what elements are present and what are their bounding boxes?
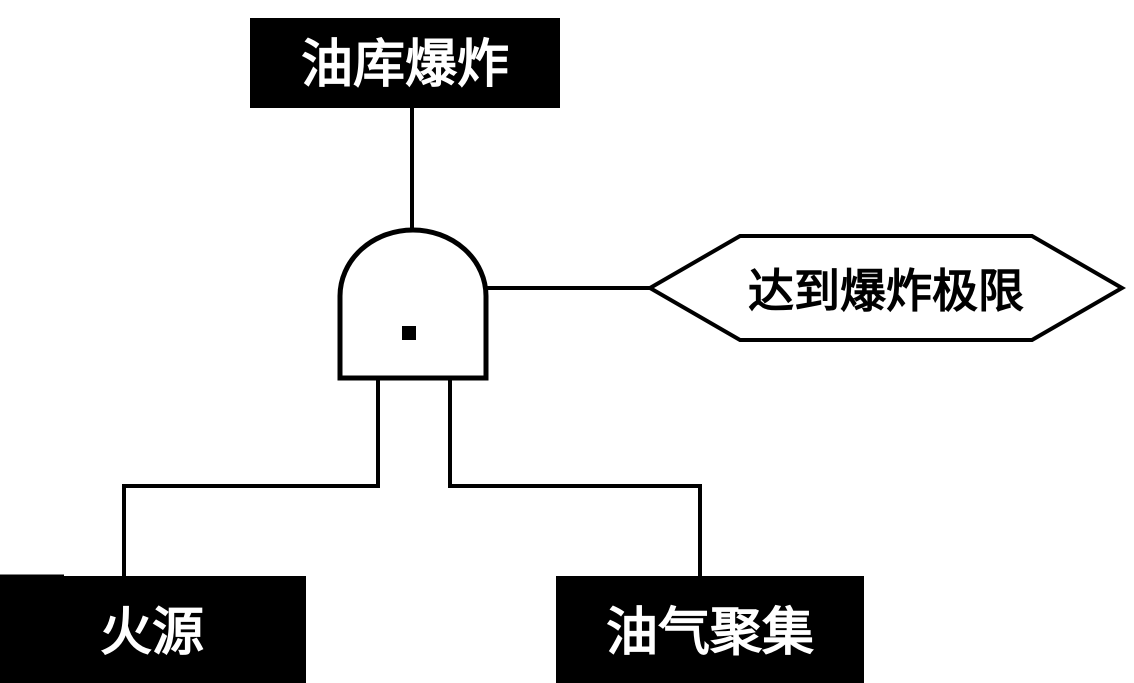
basic-event-left[interactable]: 火源	[0, 576, 306, 683]
and-gate[interactable]	[337, 227, 489, 381]
gate-center-dot-icon	[402, 326, 416, 340]
basic-event-left-label: 火源	[100, 603, 204, 663]
connector-gate-to-left-event	[122, 380, 380, 576]
condition-label: 达到爆炸极限	[748, 264, 1024, 318]
condition-diamond	[646, 234, 1126, 342]
basic-event-right-box	[556, 576, 864, 683]
top-event-label: 油库爆炸	[301, 35, 509, 95]
connector-gate-to-right-event	[448, 380, 702, 576]
top-event[interactable]: 油库爆炸	[250, 18, 560, 108]
top-event-box	[250, 18, 560, 108]
basic-event-right-label: 油气聚集	[606, 603, 814, 663]
and-gate-shape	[337, 227, 489, 381]
basic-event-right[interactable]: 油气聚集	[556, 576, 864, 683]
basic-event-left-box	[0, 576, 306, 683]
condition-event[interactable]: 达到爆炸极限	[646, 234, 1126, 342]
